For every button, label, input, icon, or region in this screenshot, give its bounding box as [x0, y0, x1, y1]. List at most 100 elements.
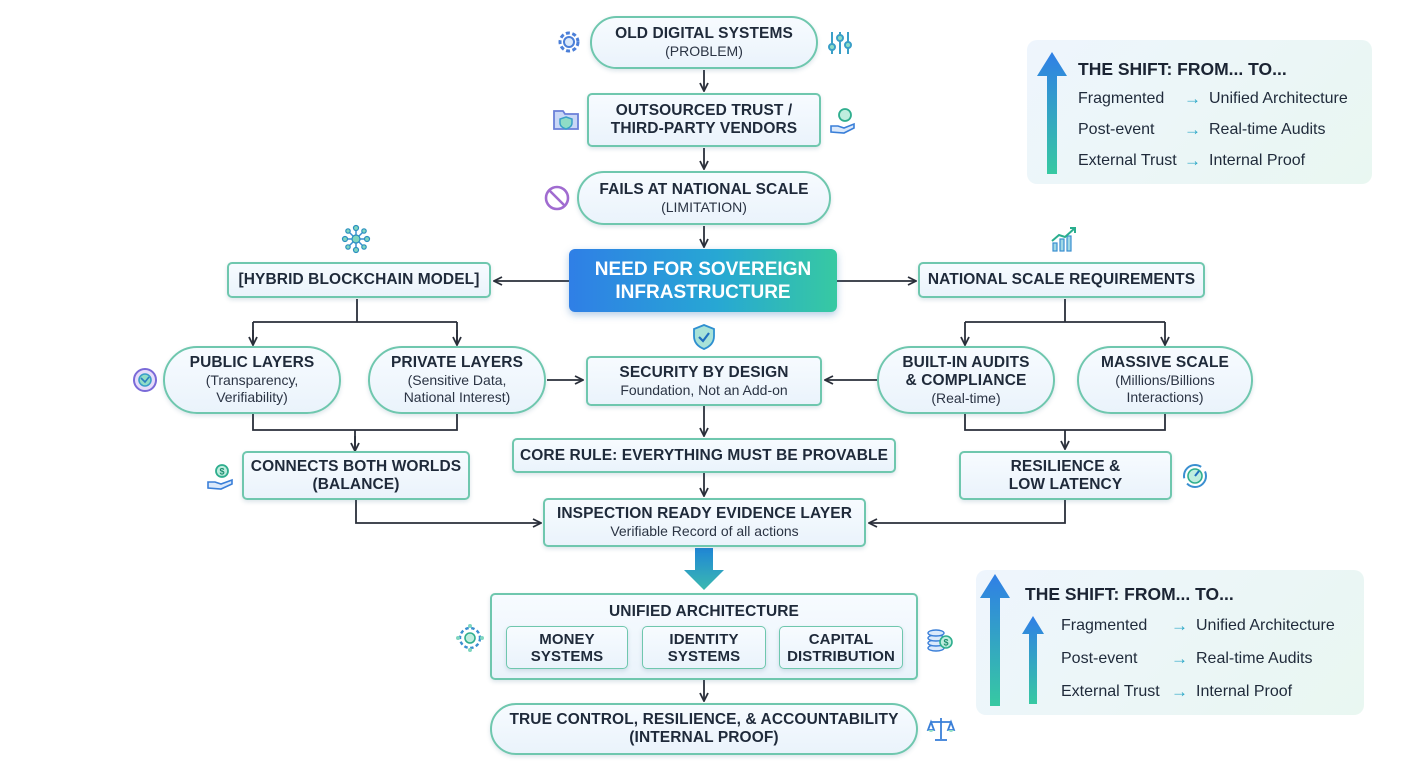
node-title: [HYBRID BLOCKCHAIN MODEL] — [238, 271, 480, 288]
node-title: TRUE CONTROL, RESILIENCE, & ACCOUNTABILI… — [509, 711, 899, 728]
node-resilience-low-latency: RESILIENCE & LOW LATENCY — [959, 451, 1172, 500]
hero-line: NEED FOR SOVEREIGN — [594, 258, 812, 280]
svg-text:$: $ — [943, 638, 948, 648]
coin-stack-icon: $ — [927, 629, 953, 652]
node-true-control: TRUE CONTROL, RESILIENCE, & ACCOUNTABILI… — [490, 703, 918, 755]
node-need-sovereign-infrastructure: NEED FOR SOVEREIGN INFRASTRUCTURE — [569, 249, 837, 312]
folder-shield-icon — [553, 110, 579, 130]
shift-row: External Trust → Internal Proof — [1061, 682, 1292, 702]
shift-from: Fragmented — [1061, 617, 1148, 634]
shift-row: Post-event → Real-time Audits — [1078, 120, 1326, 140]
arrow-connects-inspection — [355, 500, 540, 523]
shift-from: Post-event — [1061, 650, 1138, 667]
arrow-resilience-inspection — [870, 500, 1066, 523]
node-title: PUBLIC LAYERS — [189, 354, 315, 371]
shift-from: Fragmented — [1078, 90, 1165, 107]
node-fails-national-scale: FAILS AT NATIONAL SCALE (LIMITATION) — [577, 171, 831, 225]
shift-from: External Trust — [1078, 152, 1177, 169]
node-title: CONNECTS BOTH WORLDS — [250, 457, 462, 475]
arrow-right-icon: → — [1184, 151, 1201, 170]
node-title: RESILIENCE & — [1010, 457, 1121, 475]
gauge-cycle-icon — [1183, 464, 1207, 488]
node-title: SECURITY BY DESIGN — [619, 363, 789, 381]
branch-hybrid — [252, 299, 458, 342]
shift-row: Fragmented → Unified Architecture — [1078, 89, 1348, 109]
node-title: DISTRIBUTION — [787, 647, 895, 665]
node-core-rule: CORE RULE: EVERYTHING MUST BE PROVABLE — [512, 438, 896, 473]
shift-from: External Trust — [1061, 683, 1160, 700]
shift-to: Internal Proof — [1209, 152, 1306, 169]
shift-row: Fragmented → Unified Architecture — [1061, 616, 1335, 636]
node-massive-scale: MASSIVE SCALE (Millions/Billions Interac… — [1077, 346, 1253, 414]
node-title: SYSTEMS — [667, 647, 741, 665]
node-subtitle: (Sensitive Data, — [407, 372, 507, 388]
hero-line: INFRASTRUCTURE — [615, 281, 791, 303]
branch-national — [965, 299, 1165, 323]
big-down-arrow — [684, 548, 724, 590]
no-entry-icon — [544, 185, 570, 211]
shift-panel-title: THE SHIFT: FROM... TO... — [1025, 584, 1234, 604]
shift-row: External Trust → Internal Proof — [1078, 151, 1305, 171]
node-subtitle: (Real-time) — [931, 389, 1001, 406]
svg-text:$: $ — [219, 467, 224, 477]
up-arrow-icon — [980, 574, 1010, 706]
node-title: CAPITAL — [808, 630, 874, 648]
node-connects-both-worlds: CONNECTS BOTH WORLDS (BALANCE) — [242, 451, 470, 500]
node-title: LOW LATENCY — [1008, 475, 1123, 493]
node-title: (BALANCE) — [312, 475, 400, 493]
node-subtitle: (Millions/Billions — [1115, 372, 1215, 388]
node-subtitle: (LIMITATION) — [661, 198, 747, 215]
node-title: (INTERNAL PROOF) — [629, 729, 779, 746]
node-money-systems: MONEY SYSTEMS — [506, 626, 628, 669]
node-title: IDENTITY — [669, 630, 739, 648]
shift-to: Unified Architecture — [1209, 90, 1348, 107]
shift-panel-top: THE SHIFT: FROM... TO... Fragmented → Un… — [1027, 40, 1372, 184]
node-title: MASSIVE SCALE — [1101, 354, 1229, 371]
node-subtitle: Verifiable Record of all actions — [610, 523, 799, 539]
shield-check-icon — [693, 324, 715, 350]
arrow-right-icon: → — [1184, 89, 1201, 108]
node-title: PRIVATE LAYERS — [390, 354, 524, 371]
node-title: OUTSOURCED TRUST / — [615, 102, 793, 119]
node-security-by-design: SECURITY BY DESIGN Foundation, Not an Ad… — [586, 356, 822, 406]
node-title: & COMPLIANCE — [905, 371, 1027, 389]
arrow-right-icon: → — [1171, 649, 1188, 668]
node-outsourced-trust: OUTSOURCED TRUST / THIRD-PARTY VENDORS — [587, 93, 821, 147]
shift-row: Post-event → Real-time Audits — [1061, 649, 1313, 669]
node-private-layers: PRIVATE LAYERS (Sensitive Data, National… — [368, 346, 546, 414]
node-title: OLD DIGITAL SYSTEMS — [615, 25, 793, 42]
node-subtitle: Interactions) — [1126, 389, 1204, 405]
shift-to: Unified Architecture — [1196, 617, 1335, 634]
node-capital-distribution: CAPITAL DISTRIBUTION — [779, 626, 903, 669]
node-public-layers: PUBLIC LAYERS (Transparency, Verifiabili… — [163, 346, 341, 414]
network-nodes-icon — [341, 224, 371, 254]
node-identity-systems: IDENTITY SYSTEMS — [642, 626, 766, 669]
shift-from: Post-event — [1078, 121, 1155, 138]
node-title: NATIONAL SCALE REQUIREMENTS — [927, 271, 1196, 288]
node-hybrid-blockchain-model: [HYBRID BLOCKCHAIN MODEL] — [227, 262, 491, 298]
node-subtitle: Foundation, Not an Add-on — [620, 381, 788, 398]
node-title: CORE RULE: EVERYTHING MUST BE PROVABLE — [519, 446, 889, 464]
up-arrow-icon — [1022, 616, 1044, 704]
gear-icon — [558, 31, 580, 53]
arrow-right-icon: → — [1184, 120, 1201, 139]
node-built-in-audits: BUILT-IN AUDITS & COMPLIANCE (Real-time) — [877, 346, 1055, 414]
growth-chart-icon — [1051, 227, 1076, 252]
node-title: SYSTEMS — [530, 647, 604, 665]
node-title: MONEY — [539, 630, 595, 648]
node-title: THIRD-PARTY VENDORS — [610, 120, 798, 137]
node-subtitle: National Interest) — [403, 389, 511, 405]
globe-icon — [133, 368, 157, 392]
arrow-right-icon: → — [1171, 616, 1188, 635]
hand-coin-icon — [830, 108, 855, 134]
circuit-sliders-icon — [828, 32, 852, 54]
node-subtitle: (Transparency, — [205, 372, 299, 388]
shift-to: Real-time Audits — [1209, 121, 1326, 138]
shift-panel-title: THE SHIFT: FROM... TO... — [1078, 59, 1287, 79]
hand-dollar-icon: $ — [207, 464, 233, 490]
node-title: INSPECTION READY EVIDENCE LAYER — [556, 505, 853, 522]
node-title: FAILS AT NATIONAL SCALE — [599, 180, 809, 198]
balance-scale-icon — [926, 718, 956, 741]
node-subtitle: Verifiability) — [216, 389, 288, 405]
